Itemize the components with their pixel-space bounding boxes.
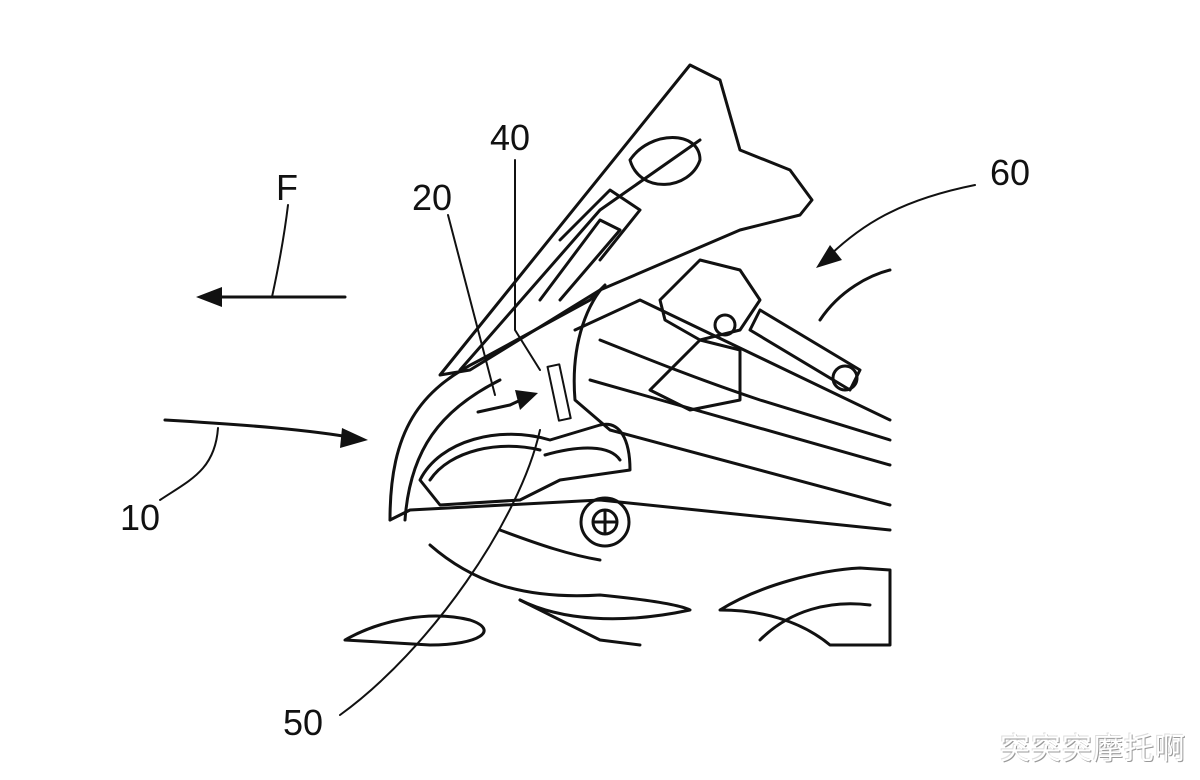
arrowhead-60 [816, 245, 842, 268]
label-10: 10 [120, 497, 160, 538]
leader-20 [447, 214, 496, 396]
label-60: 60 [990, 152, 1030, 193]
air-intake [418, 422, 632, 507]
leader-60 [824, 184, 976, 261]
forward-arrow [196, 204, 347, 307]
leader-40 [514, 159, 541, 371]
bolt-icon [579, 496, 631, 548]
label-f: F [276, 167, 298, 208]
lower-fairing [343, 528, 892, 647]
label-20: 20 [412, 177, 452, 218]
handlebar-area [598, 258, 892, 442]
watermark: 突突突摩托啊 [1000, 732, 1186, 767]
leader-50 [339, 429, 541, 716]
label-40: 40 [490, 117, 530, 158]
windshield [438, 63, 814, 377]
airflow-arrow [159, 418, 368, 501]
duct-slot [476, 363, 572, 422]
label-50: 50 [283, 702, 323, 743]
front-fairing [388, 283, 892, 532]
